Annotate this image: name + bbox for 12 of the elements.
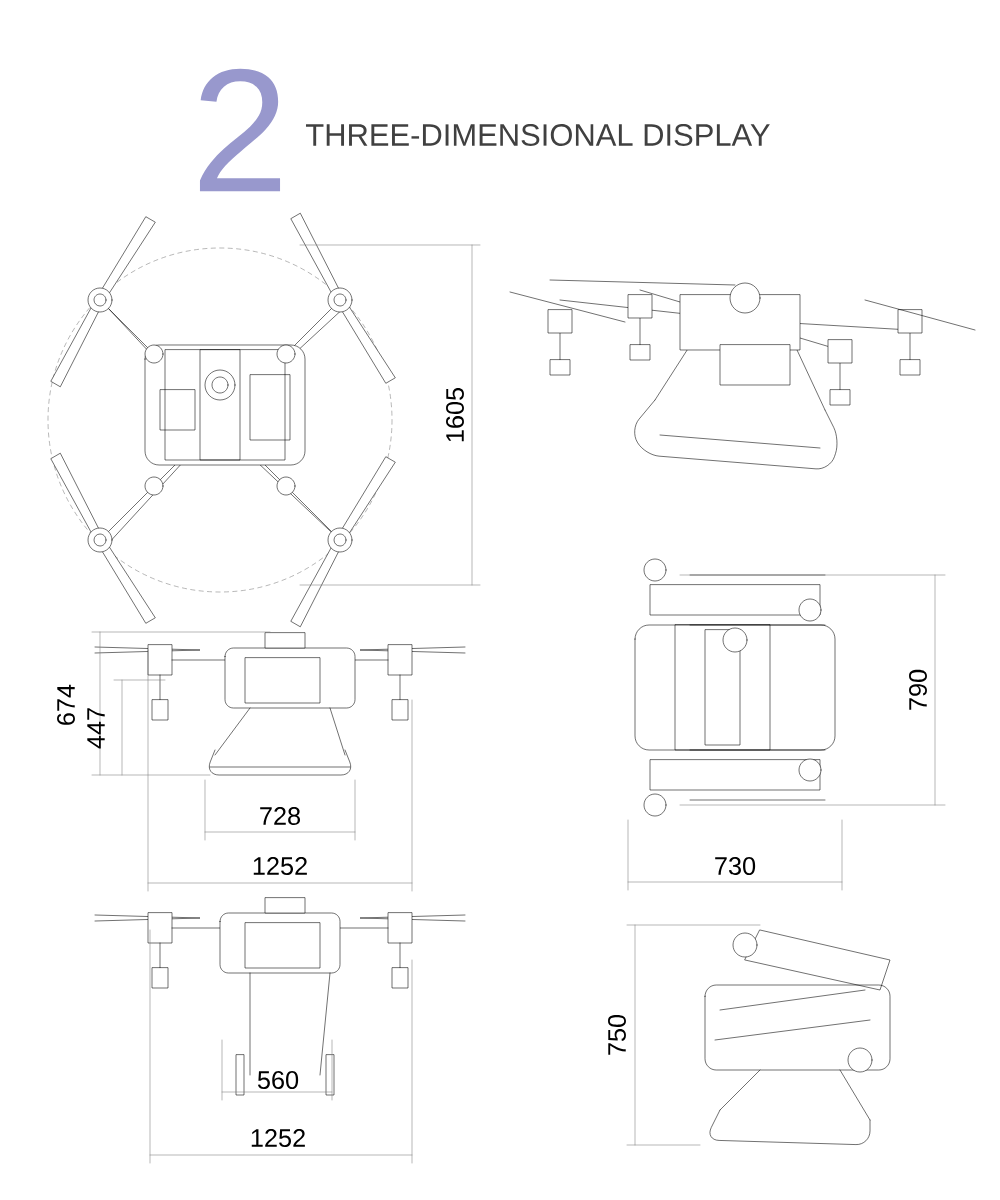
dimension-value: 750 [608, 1014, 626, 1055]
title: THREE-DIMENSIONAL DISPLAY [306, 124, 770, 146]
dimension-value: 674 [57, 684, 75, 725]
dimension-value: 560 [257, 1071, 299, 1089]
section-number: 2 [199, 68, 281, 192]
dimension-value: 1605 [446, 387, 464, 442]
dimension-value: 728 [260, 807, 300, 825]
dimension-value: 1252 [253, 857, 307, 875]
dimension-value: 790 [909, 669, 927, 710]
dimension-value: 1252 [251, 1129, 305, 1147]
dimension-value: 730 [715, 857, 756, 875]
dimension-value: 447 [87, 708, 105, 749]
